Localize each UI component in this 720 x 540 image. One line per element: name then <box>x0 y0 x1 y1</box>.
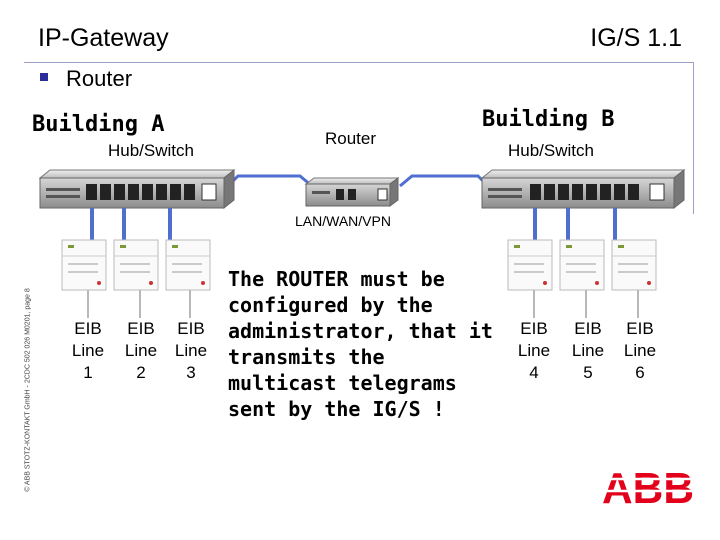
ip-gateway-module-6 <box>611 239 657 291</box>
eib-line-1-label: EIB Line 1 <box>71 319 105 382</box>
gateway-cables <box>90 208 617 240</box>
abb-logo: ABB <box>601 465 695 507</box>
frame-right-line <box>693 62 694 214</box>
eib-line-cables <box>87 290 639 318</box>
ip-gateway-module-2 <box>113 239 159 291</box>
ip-gateway-module-3 <box>165 239 211 291</box>
cable-hub-a-to-router <box>220 174 313 194</box>
router-note: The ROUTER must be configured by the adm… <box>228 267 493 421</box>
cable-router-to-hub-b <box>399 174 494 192</box>
hub-b-label: Hub/Switch <box>508 141 594 160</box>
product-version: IG/S 1.1 <box>590 24 682 52</box>
bullet-icon <box>40 73 48 81</box>
ip-gateway-modules-b <box>507 239 657 291</box>
ip-gateway-module-5 <box>559 239 605 291</box>
eib-line-3-label: EIB Line 3 <box>174 319 208 382</box>
router-label: Router <box>325 129 377 148</box>
building-b-label: Building B <box>482 107 615 132</box>
building-a-label: Building A <box>32 112 165 137</box>
section-heading: Router <box>66 66 133 91</box>
eib-line-4-label: EIB Line 4 <box>517 319 551 382</box>
ip-gateway-module-4 <box>507 239 553 291</box>
abb-logo-text: ABB <box>602 465 694 507</box>
copyright-note: © ABB STOTZ-KONTAKT GmbH - 2CDC 502 026 … <box>22 250 34 530</box>
hub-a-label: Hub/Switch <box>108 141 194 160</box>
eib-line-5-label: EIB Line 5 <box>571 319 605 382</box>
ip-gateway-module-1 <box>61 239 107 291</box>
router-device <box>304 177 400 207</box>
frame-top-line <box>24 62 694 63</box>
network-label: LAN/WAN/VPN <box>295 213 391 229</box>
hub-a-device <box>38 168 236 210</box>
copyright-text: © ABB STOTZ-KONTAKT GmbH - 2CDC 502 026 … <box>24 288 32 492</box>
eib-line-2-label: EIB Line 2 <box>124 319 158 382</box>
eib-line-6-label: EIB Line 6 <box>623 319 657 382</box>
ip-gateway-modules-a <box>61 239 211 291</box>
slide-title: IP-Gateway <box>38 24 169 52</box>
hub-b-device <box>480 168 686 210</box>
